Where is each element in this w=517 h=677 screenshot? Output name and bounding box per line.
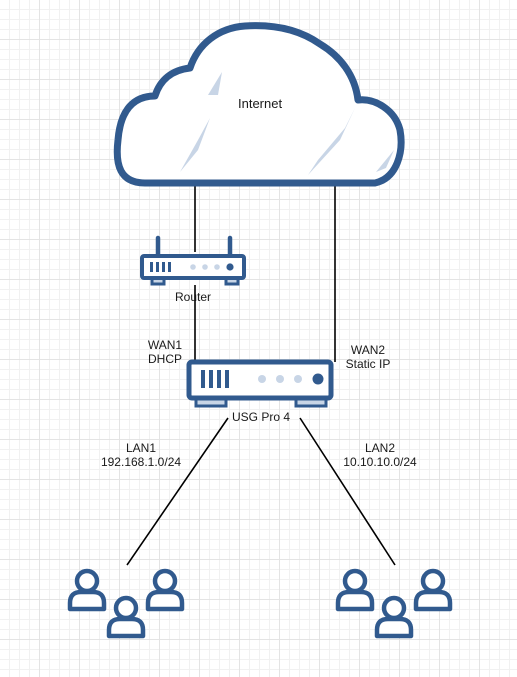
internet-label: Internet [238, 96, 283, 111]
lan2-link [299, 417, 396, 566]
user-icon [338, 571, 372, 609]
lan2-name: LAN2 [364, 441, 396, 455]
lan2-label: LAN2 10.10.10.0/24 [343, 441, 416, 469]
lan1-users-icon [70, 571, 182, 636]
user-icon [109, 598, 143, 636]
wan2-detail: Static IP [345, 357, 391, 371]
wan1-name: WAN1 [147, 338, 183, 352]
lan2-detail: 10.10.10.0/24 [343, 455, 417, 469]
wan1-detail: DHCP [147, 352, 183, 366]
lan2-users-icon [338, 571, 450, 636]
lan1-name: LAN1 [125, 441, 157, 455]
internet-cloud-icon [113, 22, 405, 187]
wan2-label: WAN2 Static IP [346, 343, 391, 371]
usg-label: USG Pro 4 [232, 410, 291, 424]
lan1-detail: 192.168.1.0/24 [100, 455, 182, 469]
usg-pro-4-icon [186, 359, 334, 408]
user-icon [377, 598, 411, 636]
lan1-label: LAN1 192.168.1.0/24 [101, 441, 181, 469]
user-icon [70, 571, 104, 609]
wan2-name: WAN2 [350, 343, 386, 357]
lan1-link [126, 417, 229, 566]
user-icon [148, 571, 182, 609]
router-label: Router [174, 290, 212, 304]
wan1-label: WAN1 DHCP [148, 338, 182, 366]
user-icon [416, 571, 450, 609]
router-icon [140, 235, 246, 286]
